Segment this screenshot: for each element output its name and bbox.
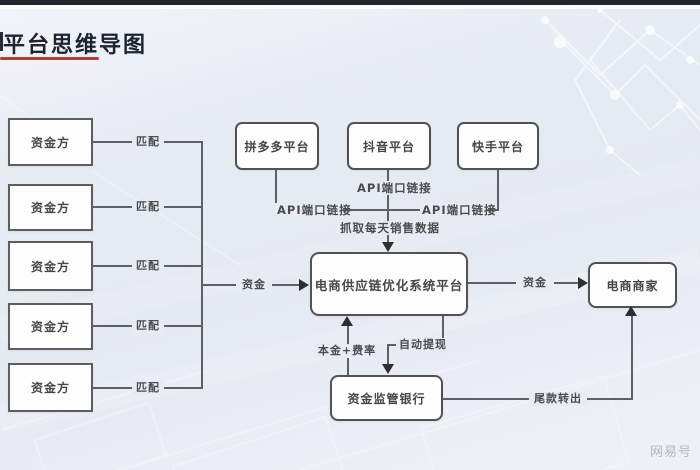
match-label-5: 匹配 xyxy=(132,381,164,395)
top-light-strip xyxy=(0,5,700,9)
match-label-4: 匹配 xyxy=(132,319,164,333)
merchant-box: 电商商家 xyxy=(588,262,677,308)
connector-kuaishou-drop xyxy=(497,170,499,211)
title-red-underline xyxy=(0,57,99,60)
funder-box-5: 资金方 xyxy=(8,363,93,412)
api-link-label-center: API端口链接 xyxy=(355,181,432,195)
arrowhead-principal-up xyxy=(341,316,353,326)
api-link-label-left: API端口链接 xyxy=(275,203,352,217)
bank-box: 资金监管银行 xyxy=(330,375,443,421)
connector-withdraw-v2 xyxy=(387,344,389,365)
platform-box-douyin: 抖音平台 xyxy=(347,122,431,170)
funds-label-right: 资金 xyxy=(516,276,554,290)
match-label-3: 匹配 xyxy=(132,259,164,273)
connector-withdraw-v1 xyxy=(442,316,444,346)
funder-box-3: 资金方 xyxy=(8,241,93,291)
arrowhead-funds-right xyxy=(578,277,588,289)
arrowhead-into-center-top xyxy=(382,242,394,252)
center-platform-box: 电商供应链优化系统平台 xyxy=(310,252,468,316)
connector-douyin-drop xyxy=(387,170,389,243)
top-accent-bar xyxy=(0,0,700,5)
page-title: 平台思维导图 xyxy=(3,33,148,58)
clipped-title-character xyxy=(0,32,3,51)
funder-box-1: 资金方 xyxy=(8,118,93,166)
platform-box-kuaishou: 快手平台 xyxy=(457,122,539,170)
funder-box-4: 资金方 xyxy=(8,303,93,350)
connector-tail-vertical xyxy=(631,314,633,400)
match-label-1: 匹配 xyxy=(132,135,164,149)
api-link-label-right: API端口链接 xyxy=(420,203,497,217)
match-label-2: 匹配 xyxy=(132,200,164,214)
connector-collector-vertical xyxy=(201,141,203,389)
watermark: 网易号 xyxy=(650,445,693,460)
fetch-sales-data-label: 抓取每天销售数据 xyxy=(336,221,444,235)
connector-pinduoduo-drop xyxy=(275,170,277,211)
arrowhead-withdraw-down xyxy=(382,364,394,374)
funder-box-2: 资金方 xyxy=(8,184,93,231)
arrowhead-funds-left xyxy=(299,279,309,291)
principal-rate-label: 本金+费率 xyxy=(314,344,380,358)
funds-label-left: 资金 xyxy=(236,278,272,292)
platform-box-pinduoduo: 拼多多平台 xyxy=(235,122,319,170)
tail-payment-label: 尾款转出 xyxy=(529,392,587,406)
arrowhead-tail-up xyxy=(625,306,637,316)
auto-withdraw-label: 自动提现 xyxy=(396,338,450,352)
